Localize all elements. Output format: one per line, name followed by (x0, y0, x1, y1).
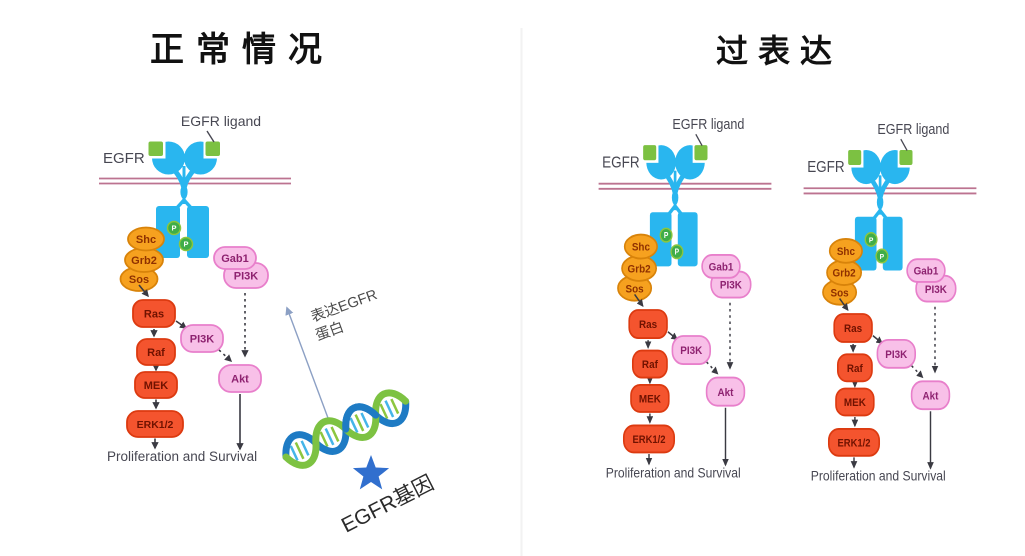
gene-annotation-group: 表达EGFR 蛋白 EGF (282, 285, 438, 537)
section-title-overexpression: 过表达 (716, 33, 843, 69)
pathway-diagram-overexpressed-1 (599, 116, 772, 480)
pathway-diagram-overexpressed-2 (804, 121, 977, 484)
gene-star-icon (352, 455, 390, 490)
pathway-diagram-normal (99, 113, 291, 464)
dna-helix (282, 389, 410, 469)
gene-label: EGFR基因 (338, 471, 438, 537)
expression-arrow (285, 306, 329, 419)
expression-label: 表达EGFR 蛋白 (307, 285, 390, 345)
section-title-normal: 正常情况 (150, 32, 334, 69)
